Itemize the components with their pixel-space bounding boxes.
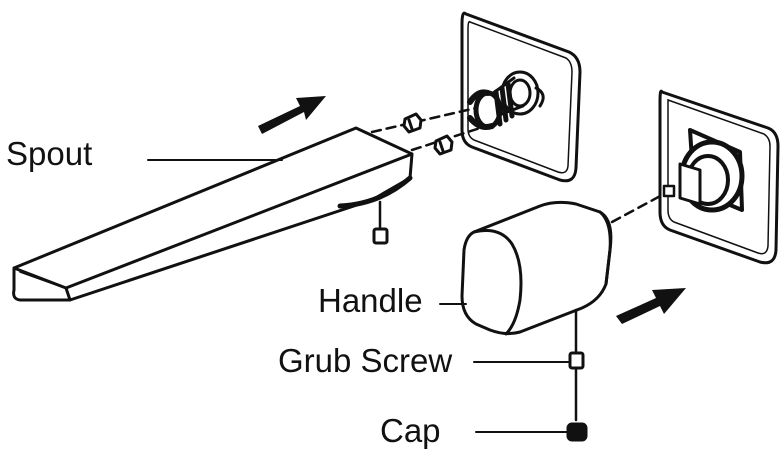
handle-label: Handle — [318, 282, 423, 319]
handle-cartridge — [662, 128, 745, 213]
arrow-icon — [258, 96, 326, 134]
spout-label: Spout — [6, 135, 93, 172]
spout-nut-lower — [433, 134, 454, 156]
spout-connector — [467, 70, 545, 130]
arrow-icon — [616, 288, 686, 324]
grub-screw-label: Grub Screw — [278, 342, 453, 379]
handle-cap — [566, 422, 588, 442]
handle-grub-screw — [568, 308, 585, 422]
spout — [12, 126, 414, 302]
leader-lines — [147, 159, 571, 433]
handle — [460, 200, 613, 336]
spout-grub-screw — [372, 200, 389, 245]
handle-alignment-line — [610, 192, 666, 224]
spout-nut-upper — [402, 112, 423, 134]
cap-label: Cap — [380, 412, 441, 449]
